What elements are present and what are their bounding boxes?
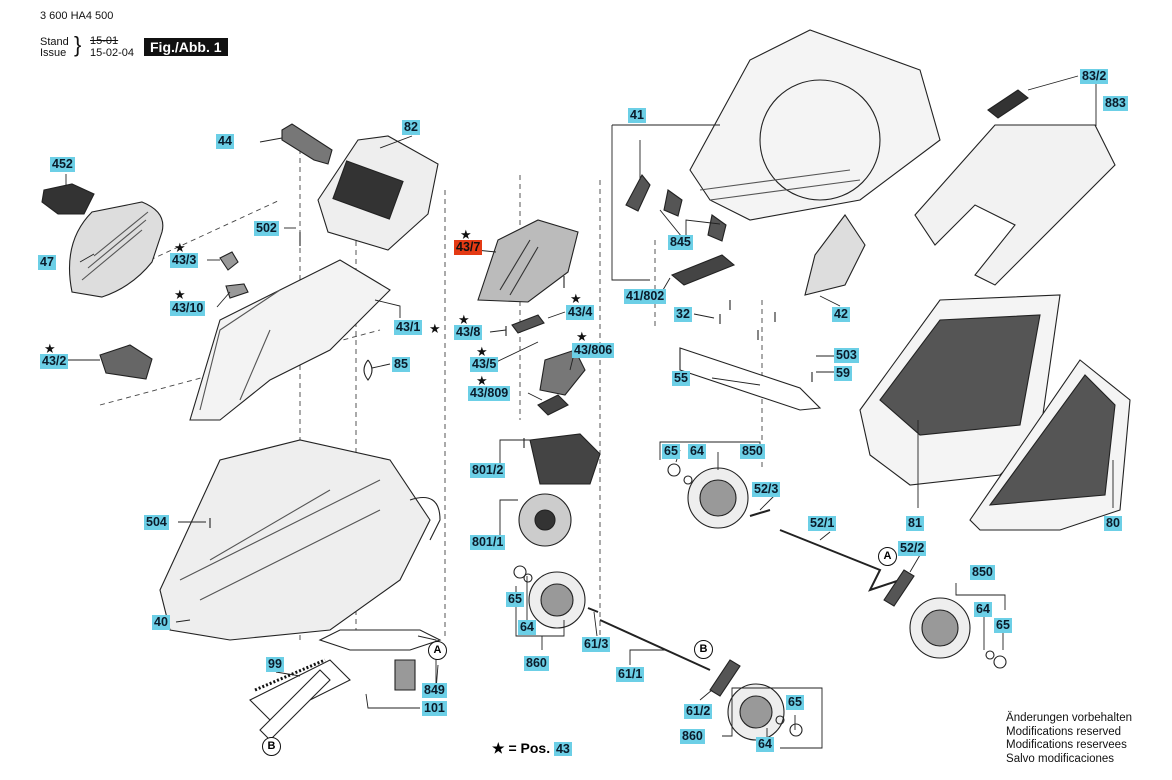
part-label-860: 860 (680, 729, 705, 744)
star-marker: ★ (570, 291, 582, 306)
old-date: 15-01 (90, 35, 119, 47)
part-label-40: 40 (152, 615, 170, 630)
legend-ref: 43 (553, 742, 572, 756)
part-label-503: 503 (834, 348, 859, 363)
star-marker: ★ (576, 329, 588, 344)
part-label-61-1: 61/1 (616, 667, 645, 682)
star-marker: ★ (492, 740, 505, 756)
part-label-43-8: 43/8 (454, 325, 483, 340)
star-marker: ★ (174, 240, 186, 255)
star-marker: ★ (458, 312, 470, 327)
legend-text: = Pos. (508, 740, 551, 756)
part-label-43-4: 43/4 (566, 305, 595, 320)
part-label-61-3: 61/3 (582, 637, 611, 652)
part-label-47: 47 (38, 255, 56, 270)
part-label-52-2: 52/2 (898, 541, 927, 556)
part-label-850: 850 (970, 565, 995, 580)
issue-label: Issue (40, 47, 67, 59)
legend: ★ = Pos. 43 (492, 740, 572, 757)
star-marker: ★ (429, 321, 441, 336)
part-label-43-10: 43/10 (170, 301, 206, 316)
star-marker: ★ (44, 341, 56, 356)
part-label-80: 80 (1104, 516, 1122, 531)
part-label-64: 64 (518, 620, 536, 635)
issue-date: 15-02-04 (90, 47, 135, 59)
callout-b: B (262, 737, 281, 756)
note-en: Modifications reserved (1006, 725, 1122, 738)
part-label-64: 64 (688, 444, 706, 459)
part-label-42: 42 (832, 307, 850, 322)
part-label-43-809: 43/809 (468, 386, 511, 401)
part-label-65: 65 (786, 695, 804, 710)
part-label-65: 65 (506, 592, 524, 607)
callout-b: B (694, 640, 713, 659)
part-label-44: 44 (216, 134, 234, 149)
star-marker: ★ (476, 373, 488, 388)
part-label-850: 850 (740, 444, 765, 459)
part-label-43-5: 43/5 (470, 357, 499, 372)
part-label-504: 504 (144, 515, 169, 530)
part-label-43-7: 43/7 (454, 240, 483, 255)
part-label-32: 32 (674, 307, 692, 322)
part-label-81: 81 (906, 516, 924, 531)
modification-notes: Änderungen vorbehalten Modifications res… (1006, 712, 1132, 766)
note-fr: Modifications reservees (1006, 739, 1127, 751)
part-label-860: 860 (524, 656, 549, 671)
callout-a: A (878, 547, 897, 566)
part-label-43-806: 43/806 (572, 343, 615, 358)
part-label-64: 64 (974, 602, 992, 617)
part-label-801-1: 801/1 (470, 535, 506, 550)
part-label-52-3: 52/3 (752, 482, 781, 497)
figure-title: Fig./Abb. 1 (144, 38, 228, 56)
part-label-849: 849 (422, 683, 447, 698)
part-label-99: 99 (266, 657, 284, 672)
part-label-101: 101 (422, 701, 447, 716)
stand-label: Stand (40, 36, 69, 48)
star-marker: ★ (476, 344, 488, 359)
document-number: 3 600 HA4 500 (40, 10, 114, 22)
star-marker: ★ (174, 287, 186, 302)
part-label-82: 82 (402, 120, 420, 135)
part-label-85: 85 (392, 357, 410, 372)
part-label-59: 59 (834, 366, 852, 381)
part-label-43-1: 43/1 (394, 320, 423, 335)
part-label-64: 64 (756, 737, 774, 752)
part-label-41-802: 41/802 (624, 289, 667, 304)
part-label-452: 452 (50, 157, 75, 172)
callout-a: A (428, 641, 447, 660)
note-es: Salvo modificaciones (1006, 752, 1115, 765)
part-label-83-2: 83/2 (1080, 69, 1109, 84)
brace-symbol: } (74, 32, 82, 57)
part-label-883: 883 (1103, 96, 1128, 111)
note-de: Änderungen vorbehalten (1006, 712, 1132, 724)
part-label-801-2: 801/2 (470, 463, 506, 478)
part-label-502: 502 (254, 221, 279, 236)
part-label-52-1: 52/1 (808, 516, 837, 531)
part-label-55: 55 (672, 371, 690, 386)
part-label-43-3: 43/3 (170, 253, 199, 268)
part-label-41: 41 (628, 108, 646, 123)
part-label-845: 845 (668, 235, 693, 250)
part-label-61-2: 61/2 (684, 704, 713, 719)
part-label-65: 65 (662, 444, 680, 459)
part-label-65: 65 (994, 618, 1012, 633)
star-marker: ★ (460, 227, 472, 242)
part-label-43-2: 43/2 (40, 354, 69, 369)
